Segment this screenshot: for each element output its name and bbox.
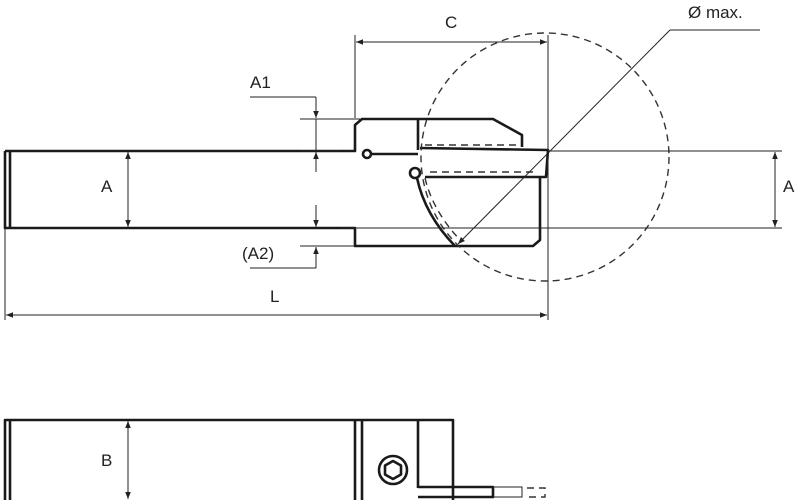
a-right-label: A — [783, 177, 795, 196]
c-label: C — [445, 13, 457, 32]
a-left-label: A — [101, 177, 113, 196]
shank-outline — [3, 117, 542, 248]
blade-side — [418, 485, 495, 499]
hex-socket-icon — [383, 459, 403, 481]
max-diameter-circle — [420, 32, 670, 282]
l-label: L — [270, 287, 279, 306]
b-label: B — [101, 451, 112, 470]
pin-circle — [361, 148, 373, 160]
relief-hole — [408, 166, 422, 180]
diameter-line — [457, 29, 671, 245]
blade — [419, 146, 550, 179]
clamp-curve-hidden — [424, 177, 463, 243]
side-view: B — [3, 418, 546, 500]
top-view: Ø max. C A1 (A2) A A L — [3, 3, 795, 320]
side-outline — [3, 418, 455, 500]
a1-label: A1 — [250, 73, 271, 92]
a2-label: (A2) — [242, 244, 274, 263]
blade-hidden — [425, 144, 535, 173]
screw-head — [377, 454, 409, 486]
d-max-label: Ø max. — [688, 3, 743, 22]
clamp-curve — [415, 177, 456, 247]
